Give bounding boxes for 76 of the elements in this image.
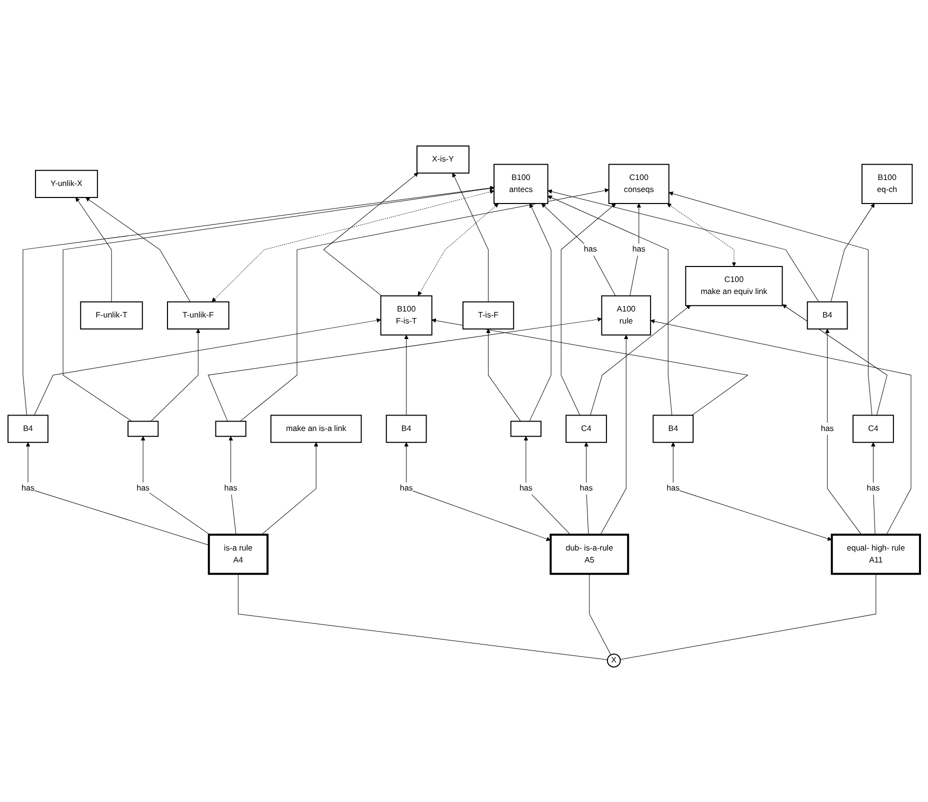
edge-label: has xyxy=(519,484,532,493)
node-box xyxy=(806,301,848,330)
edge-label: has xyxy=(136,484,150,493)
node-box xyxy=(386,414,427,443)
arrow xyxy=(86,197,191,302)
edge-label: has xyxy=(820,424,834,433)
node-box xyxy=(416,145,470,174)
connector xyxy=(238,574,608,660)
arrow xyxy=(529,203,552,422)
node-box xyxy=(494,164,548,204)
node-box xyxy=(601,295,652,336)
arrow xyxy=(584,442,589,535)
arrow xyxy=(150,328,200,422)
arrow xyxy=(34,318,381,416)
node-box xyxy=(652,414,694,443)
node-box xyxy=(852,414,894,443)
arrow xyxy=(668,192,872,416)
arrow xyxy=(560,203,616,416)
arrow xyxy=(782,304,888,416)
edge-label: has xyxy=(866,484,880,493)
arrow xyxy=(548,189,820,302)
arrow xyxy=(452,172,489,302)
arrow xyxy=(26,442,210,546)
node-box xyxy=(566,414,607,443)
edge-label: has xyxy=(22,484,34,493)
node-box xyxy=(550,534,630,575)
arrow xyxy=(140,436,210,535)
node-box xyxy=(80,301,143,330)
connector xyxy=(589,574,612,656)
connector xyxy=(620,574,876,660)
node-box xyxy=(166,301,230,330)
node-box xyxy=(380,295,432,336)
arrow xyxy=(541,203,616,296)
arrow xyxy=(486,328,521,422)
arrow xyxy=(600,334,628,535)
node-box xyxy=(862,164,913,204)
arrow xyxy=(240,188,610,422)
node-box xyxy=(685,266,783,306)
node-box xyxy=(215,420,246,437)
arrow xyxy=(404,334,409,416)
edge-label: has xyxy=(632,245,646,254)
arrow xyxy=(228,436,236,535)
arrow xyxy=(432,318,748,416)
node-box xyxy=(462,301,514,330)
arrow xyxy=(871,442,876,535)
arrow xyxy=(590,305,691,416)
edge-label: has xyxy=(580,484,593,493)
arrow xyxy=(212,190,494,302)
arrow xyxy=(670,442,832,541)
arrow xyxy=(825,328,862,535)
arrow xyxy=(323,172,418,296)
arrow xyxy=(76,197,112,302)
arrow xyxy=(650,319,912,535)
node-box xyxy=(830,534,921,575)
arrow xyxy=(548,196,672,416)
node-box xyxy=(270,414,362,443)
node-box xyxy=(128,420,159,437)
arrow xyxy=(524,436,571,535)
node-box xyxy=(608,164,670,204)
arrow xyxy=(630,203,642,296)
edge-label: has xyxy=(666,484,680,493)
arrow xyxy=(667,203,736,266)
node-box xyxy=(208,534,269,575)
arrow xyxy=(418,203,499,296)
node-circle xyxy=(606,654,621,668)
arrow xyxy=(404,442,551,542)
edge-label: has xyxy=(400,484,413,493)
arrow xyxy=(830,203,875,302)
node-box xyxy=(510,420,542,437)
node-box xyxy=(8,414,48,443)
node-box xyxy=(35,170,98,198)
edge-label: has xyxy=(224,484,238,493)
arrow xyxy=(261,442,318,535)
arrow xyxy=(208,317,602,422)
diagram-drawing: has has has has has has has has has has has X-is-Y B100 antecs C100 conseqs B100 eq-ch Y-unlik-X C100 make an equiv link F-unlik-T T-unlik-F B100 F-is-T T-is-F A100 rule B4 B4 make an is-a link B4 C4 B4 C4 is-a rule A4 dub- is-a-rule A5 equal- high- rule A11 X xyxy=(4,130,924,672)
edge-label: has xyxy=(584,245,597,254)
